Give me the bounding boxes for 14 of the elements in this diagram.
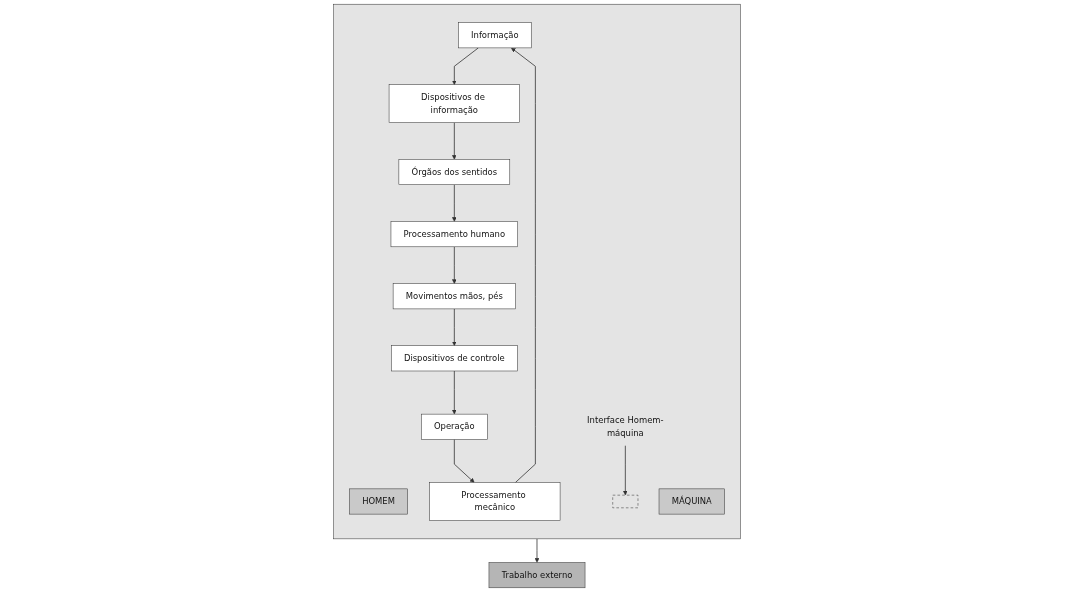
node-box: MÁQUINA [658,488,725,515]
node-box: Informação [458,22,532,49]
node-box: Trabalho externo [488,562,586,589]
node-text: Interface Homem-máquina [587,415,664,438]
node-box: Órgãos dos sentidos [398,159,511,185]
node-box: Dispositivos de informação [388,84,520,123]
node-box: Processamento mecânico [429,482,561,521]
node-box: Dispositivos de controle [391,345,518,372]
node-box: Operação [421,413,488,440]
node-box: Processamento humano [390,221,518,248]
node-box: HOMEM [349,488,408,515]
cluster [333,3,741,540]
node-bar [612,494,639,509]
node-box: Movimentos mãos, pés [392,283,516,310]
